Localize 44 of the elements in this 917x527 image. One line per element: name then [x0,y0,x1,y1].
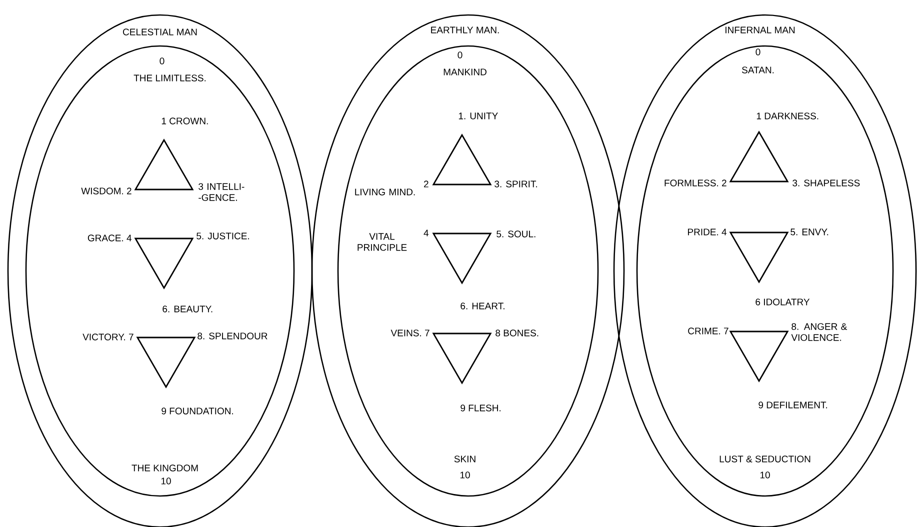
vertex-label: LIVING MIND. [355,188,415,196]
vertex-label: VITAL PRINCIPLE [358,233,407,251]
vertex-label: PRIDE. 4 [688,228,727,236]
oval-label: 0 [756,48,760,56]
vertex-label: 4 [424,230,429,236]
oval-label: THE KINGDOM [132,464,198,472]
oval-label: 10 [760,472,770,478]
oval-label: LUST & SEDUCTION [720,456,810,462]
oval-label: 10 [460,472,470,478]
oval-label: 0 [160,58,164,64]
vertex-label: 8. ANGER & VIOLENCE. [791,323,848,341]
vertex-label: 2 [424,180,428,188]
vertex-label: FORMLESS. 2 [664,180,726,186]
vertex-label: 8 BONES. [496,330,538,336]
vertex-label: 8. SPLENDOUR [198,332,268,340]
vertex-label: WISDOM. 2 [81,188,132,194]
oval-title: INFERNAL MAN [726,26,795,34]
vertex-label: 9 FLESH. [460,404,501,412]
oval-label: MANKIND [444,68,486,76]
vertex-label: 3. SHAPELESS [792,180,860,186]
vertex-label: 6. BEAUTY. [162,306,212,312]
vertex-label: VICTORY. 7 [82,334,134,340]
vertex-label: 3. SPIRIT. [494,180,537,188]
vertex-label: 5. SOUL. [496,230,536,238]
oval-label: 10 [161,478,171,484]
vertex-label: VEINS. 7 [390,330,430,336]
vertex-label: 1 DARKNESS. [756,112,818,120]
oval-label: THE LIMITLESS. [134,74,206,82]
vertex-label: 3 INTELLI- -GENCE. [198,183,244,201]
oval-label: SATAN. [742,66,774,74]
oval-label: 0 [458,52,462,58]
vertex-label: 5. JUSTICE. [196,232,249,240]
vertex-label: 9 DEFILEMENT. [758,402,828,408]
vertex-label: 1 CROWN. [162,118,208,124]
vertex-label: 6. HEART. [460,302,504,310]
oval-title: CELESTIAL MAN [123,28,197,36]
vertex-label: 9 FOUNDATION. [162,408,233,414]
vertex-label: 6 IDOLATRY [756,298,810,306]
oval-title: EARTHLY MAN. [431,26,499,34]
vertex-label: GRACE. 4 [88,234,132,242]
vertex-label: 1. UNITY [458,112,498,120]
vertex-label: 5. ENVY. [790,228,828,236]
oval-label: SKIN [454,456,476,462]
vertex-label: CRIME. 7 [688,328,728,334]
